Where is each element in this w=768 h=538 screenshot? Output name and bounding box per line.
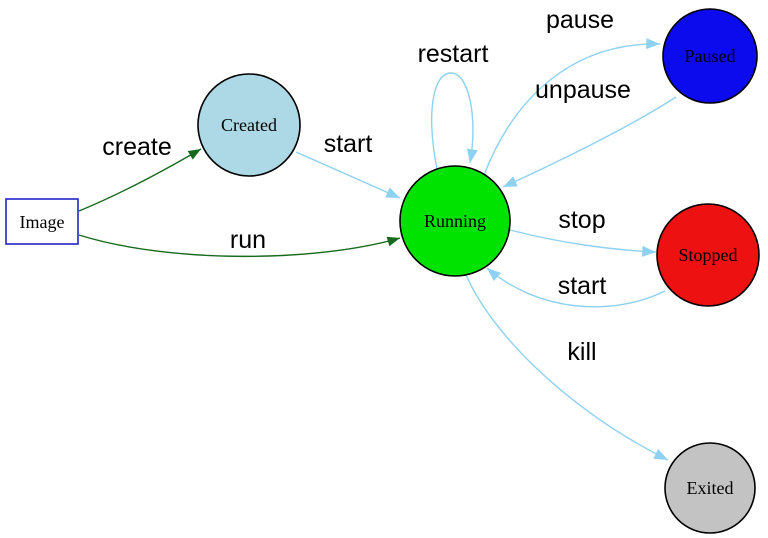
node-created: Created: [197, 73, 301, 177]
edge-label-start-stopped-running: start: [558, 272, 607, 300]
node-created-label: Created: [221, 115, 277, 135]
node-running-circle: [399, 165, 511, 277]
edge-label-stop: stop: [558, 206, 605, 234]
node-created-circle: [197, 73, 301, 177]
edge-stop: [509, 229, 657, 257]
node-image-box: [5, 198, 79, 245]
node-paused: Paused: [662, 8, 758, 104]
edge-restart: [431, 72, 478, 170]
edge-label-unpause: unpause: [535, 76, 631, 104]
edge-kill: [465, 274, 669, 461]
edge-label-start-created-running: start: [324, 130, 373, 158]
edge-start-stopped-running: [486, 267, 666, 308]
edge-label-run: run: [230, 226, 266, 254]
nodes: Image Created Running Paused Stopped Exi…: [5, 8, 760, 534]
edge-unpause: [502, 96, 677, 188]
edge-label-pause: pause: [546, 6, 614, 34]
edge-create: [78, 148, 202, 212]
edge-label-restart: restart: [418, 40, 489, 68]
edge-run: [78, 234, 401, 258]
node-image: Image: [5, 198, 79, 245]
node-running: Running: [399, 165, 511, 277]
edge-label-kill: kill: [567, 338, 596, 366]
node-exited-label: Exited: [687, 478, 734, 498]
node-stopped-circle: [656, 203, 760, 307]
edge-label-create: create: [102, 133, 171, 161]
node-paused-label: Paused: [685, 46, 736, 66]
node-exited-circle: [664, 442, 756, 534]
node-exited: Exited: [664, 442, 756, 534]
node-stopped: Stopped: [656, 203, 760, 307]
node-stopped-label: Stopped: [678, 245, 737, 265]
node-running-label: Running: [424, 211, 486, 231]
edge-start-created-running: [295, 151, 401, 199]
edge-pause: [483, 38, 661, 176]
node-paused-circle: [662, 8, 758, 104]
edges: create run start restart pause unpause s…: [78, 6, 677, 461]
node-image-label: Image: [20, 212, 65, 232]
